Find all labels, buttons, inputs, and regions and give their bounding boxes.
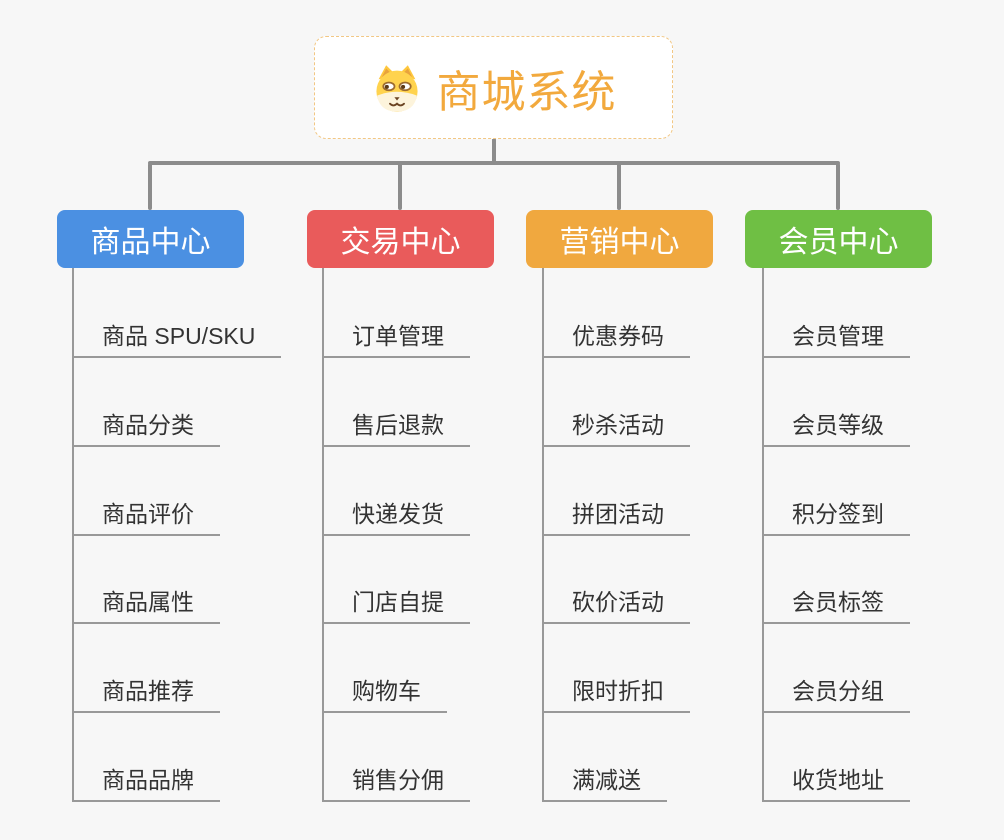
branch-node-marketing-center[interactable]: 营销中心	[526, 210, 713, 268]
leaf-node[interactable]: 会员管理	[762, 322, 910, 358]
leaf-node[interactable]: 会员等级	[762, 411, 910, 447]
connector-drop-product	[148, 163, 152, 210]
leaf-node[interactable]: 销售分佣	[322, 766, 470, 802]
branch-node-product-center[interactable]: 商品中心	[57, 210, 244, 268]
branch-node-trade-center[interactable]: 交易中心	[307, 210, 494, 268]
leaf-node[interactable]: 快递发货	[322, 500, 470, 536]
leaf-node[interactable]: 门店自提	[322, 588, 470, 624]
leaf-node[interactable]: 售后退款	[322, 411, 470, 447]
root-node[interactable]: 商城系统	[314, 36, 673, 139]
leaf-node[interactable]: 积分签到	[762, 500, 910, 536]
leaf-node[interactable]: 拼团活动	[542, 500, 690, 536]
leaf-node[interactable]: 会员分组	[762, 677, 910, 713]
leaf-node[interactable]: 满减送	[542, 766, 667, 802]
connector-horizontal-bar	[148, 161, 840, 165]
dog-face-icon	[371, 62, 423, 114]
leaf-node[interactable]: 商品评价	[72, 500, 220, 536]
root-title: 商城系统	[436, 67, 617, 117]
connector-drop-member	[836, 163, 840, 210]
leaf-node[interactable]: 收货地址	[762, 766, 910, 802]
leaf-node[interactable]: 会员标签	[762, 588, 910, 624]
connector-root-riser	[492, 138, 496, 164]
leaf-node[interactable]: 商品品牌	[72, 766, 220, 802]
branch-node-member-center[interactable]: 会员中心	[745, 210, 932, 268]
leaf-node[interactable]: 秒杀活动	[542, 411, 690, 447]
connector-drop-marketing	[617, 163, 621, 210]
leaf-node[interactable]: 商品推荐	[72, 677, 220, 713]
leaf-node[interactable]: 购物车	[322, 677, 447, 713]
leaf-node[interactable]: 订单管理	[322, 322, 470, 358]
leaf-node[interactable]: 优惠券码	[542, 322, 690, 358]
leaf-node[interactable]: 砍价活动	[542, 588, 690, 624]
connector-drop-trade	[398, 163, 402, 210]
leaf-node[interactable]: 商品分类	[72, 411, 220, 447]
leaf-node[interactable]: 限时折扣	[542, 677, 690, 713]
leaf-node[interactable]: 商品属性	[72, 588, 220, 624]
leaf-node[interactable]: 商品 SPU/SKU	[72, 322, 282, 358]
